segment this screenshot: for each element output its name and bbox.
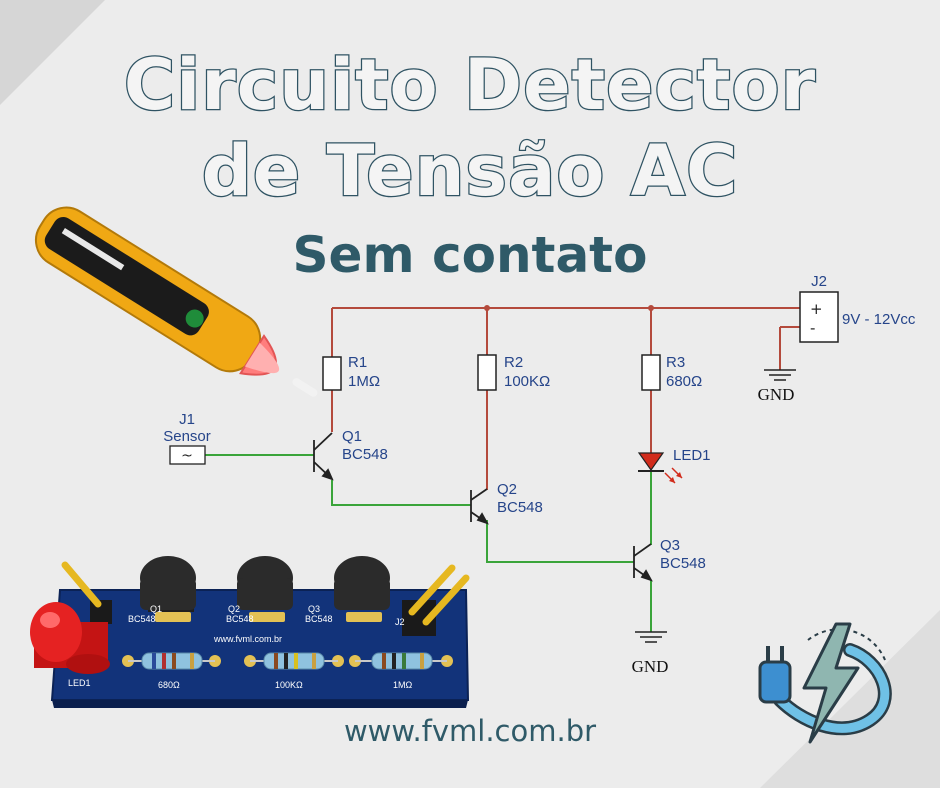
q1-part: BC548 (342, 446, 388, 463)
q3-transistor (633, 543, 653, 582)
j1-connector (169, 445, 206, 465)
gnd-label-1: GND (758, 385, 795, 404)
pcb-r2-label: 100KΩ (275, 680, 303, 690)
r3-ref: R3 (666, 354, 685, 371)
led1-ref: LED1 (673, 447, 711, 464)
pcb-led (30, 602, 110, 674)
j2-plus: + (810, 300, 823, 318)
q2-transistor (470, 488, 489, 525)
q2-ref: Q2 (497, 481, 517, 498)
r2-resistor (477, 354, 497, 391)
pcb-resistor-1m (355, 652, 447, 670)
j1-ref: J1 (179, 411, 195, 428)
gnd-symbol-2 (635, 631, 667, 643)
gnd-label-2: GND (632, 657, 669, 676)
q2-part: BC548 (497, 499, 543, 516)
pcb-led-label: LED1 (68, 678, 91, 688)
r2-ref: R2 (504, 354, 523, 371)
footer-url: www.fvml.com.br (343, 714, 597, 748)
pcb-j2-label: J2 (395, 617, 405, 627)
pcb-transistor-q2 (237, 556, 293, 610)
q1-transistor (313, 432, 334, 481)
pcb-bc3: BC548 (305, 614, 333, 624)
pcb-q2-label: Q2 (228, 604, 240, 614)
j2-connector (799, 291, 839, 343)
j2-supply: 9V - 12Vcc (842, 311, 916, 328)
q3-ref: Q3 (660, 537, 680, 554)
q1-ref: Q1 (342, 428, 362, 445)
pcb-header-left (61, 561, 112, 624)
r1-ref: R1 (348, 354, 367, 371)
pcb-header-j2 (402, 564, 470, 636)
pcb-r1-label: 680Ω (158, 680, 180, 690)
pcb-transistor-q3 (334, 556, 390, 610)
q3-part: BC548 (660, 555, 706, 572)
title-line-2: de Tensão AC (200, 129, 739, 214)
subtitle: Sem contato (292, 226, 648, 284)
j2-minus: - (810, 319, 815, 337)
pcb-q1-label: Q1 (150, 604, 162, 614)
pcb-bc2: BC548 (226, 614, 254, 624)
r3-value: 680Ω (666, 373, 702, 390)
pcb-transistor-q1 (140, 556, 196, 612)
r3-resistor (641, 354, 661, 391)
j1-name: Sensor (163, 428, 211, 445)
pcb-r3-label: 1MΩ (393, 680, 413, 690)
pcb-bc1: BC548 (128, 614, 156, 624)
r2-value: 100KΩ (504, 373, 550, 390)
pcb-resistor-680 (128, 652, 215, 670)
led1-symbol (637, 452, 683, 484)
j1-symbol: ~ (181, 448, 193, 464)
title-line-1: Circuito Detector (123, 43, 817, 128)
pcb-q3-label: Q3 (308, 604, 320, 614)
pcb-resistor-100k (250, 652, 338, 670)
gnd-symbol-1 (764, 369, 796, 381)
j2-ref: J2 (811, 273, 827, 290)
r1-value: 1MΩ (348, 373, 380, 390)
pcb-url: www.fvml.com.br (213, 634, 282, 644)
r1-resistor (322, 356, 342, 391)
